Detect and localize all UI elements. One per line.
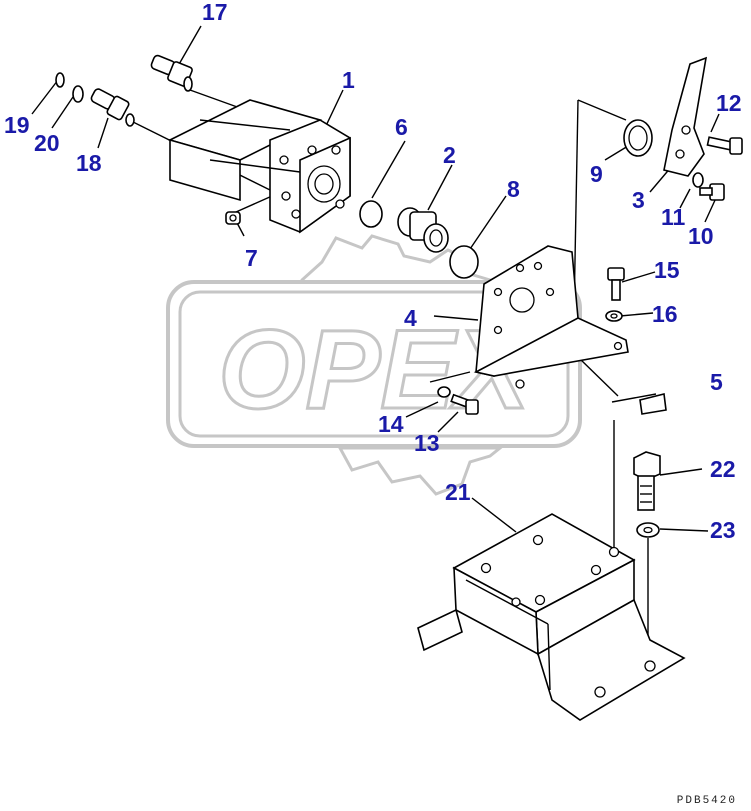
part-17-fitting — [150, 54, 193, 92]
callout-9: 9 — [590, 161, 603, 187]
part-20-o-ring — [72, 85, 84, 103]
diagram-code: PDB5420 — [676, 795, 737, 807]
part-12-bolt — [706, 136, 743, 155]
callout-7: 7 — [245, 245, 258, 271]
callout-21: 21 — [445, 479, 471, 505]
callout-4: 4 — [404, 305, 417, 331]
part-4-plate — [473, 245, 629, 389]
part-11-washer — [692, 172, 704, 188]
callout-11: 11 — [661, 204, 686, 230]
part-18-fitting — [90, 88, 135, 127]
part-22-bolt — [633, 451, 661, 511]
part-13-bolt — [450, 393, 479, 415]
part-14-washer — [437, 386, 451, 398]
callout-1: 1 — [342, 67, 355, 93]
part-2-cartridge — [397, 207, 449, 253]
callout-22: 22 — [710, 456, 736, 482]
callout-23: 23 — [710, 517, 736, 543]
callout-3: 3 — [632, 187, 645, 213]
callout-15: 15 — [654, 257, 680, 283]
callout-8: 8 — [507, 176, 520, 202]
callout-14: 14 — [378, 411, 404, 437]
part-21-bracket — [417, 513, 686, 721]
part-15-bolt — [607, 267, 625, 301]
callout-6: 6 — [395, 114, 408, 140]
callout-5: 5 — [710, 369, 723, 395]
callout-12: 12 — [716, 90, 742, 116]
callout-17: 17 — [202, 0, 228, 25]
part-7-plug — [225, 211, 241, 225]
callout-16: 16 — [652, 301, 678, 327]
part-8-o-ring — [449, 245, 479, 279]
callouts: 1 2 3 4 5 6 7 8 9 10 11 12 13 14 15 16 1… — [4, 0, 742, 543]
part-23-washer — [636, 522, 660, 538]
part-5-plate — [639, 393, 667, 415]
callout-13: 13 — [414, 430, 440, 456]
callout-19: 19 — [4, 112, 30, 138]
part-1-valve-body — [167, 99, 351, 234]
callout-18: 18 — [76, 150, 102, 176]
part-16-washer — [605, 310, 623, 322]
callout-10: 10 — [688, 223, 714, 249]
part-6-o-ring — [359, 200, 383, 228]
part-3-lever — [663, 56, 708, 177]
callout-2: 2 — [443, 142, 456, 168]
part-19-o-ring — [55, 72, 65, 88]
part-9-ring — [623, 119, 653, 157]
callout-20: 20 — [34, 130, 60, 156]
part-10-bolt — [699, 183, 725, 201]
watermark-frame-inner — [178, 290, 570, 438]
